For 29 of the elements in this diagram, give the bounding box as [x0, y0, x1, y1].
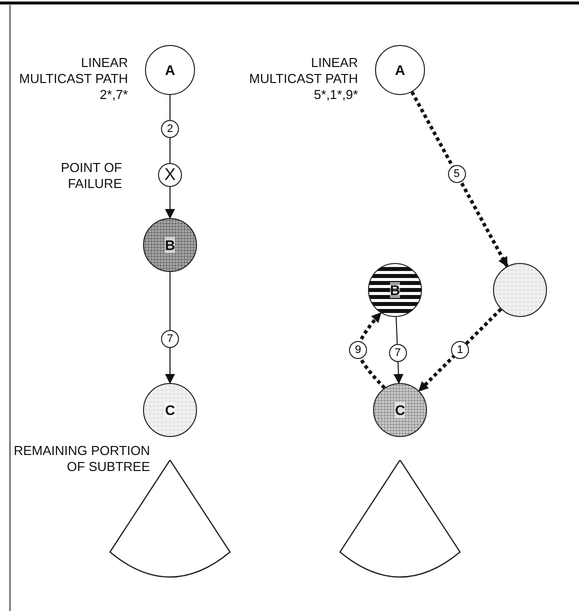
edge-label: 7	[388, 344, 407, 362]
edge-label: 2	[161, 120, 179, 138]
tree-node-circle	[143, 383, 197, 437]
edge-label: 1	[451, 341, 469, 359]
connector-arrow	[418, 308, 502, 392]
node-letter: C	[394, 402, 406, 418]
tree-node-circle	[493, 263, 547, 317]
node-caption: REMAINING PORTION OF SUBTREE	[12, 443, 150, 475]
node-letter: B	[164, 237, 176, 253]
node-letter: C	[164, 402, 176, 418]
connector-arrow	[165, 186, 175, 219]
node-letter: A	[164, 62, 176, 78]
connector-arrow	[394, 316, 404, 384]
tree-node-circle	[375, 45, 425, 95]
tree-node-circle	[145, 45, 195, 95]
node-caption: POINT OF FAILURE	[60, 160, 122, 192]
edge-label: 9	[349, 341, 367, 359]
path-caption: LINEAR MULTICAST PATH 5*,1*,9*	[248, 55, 358, 103]
connector-arrow	[410, 91, 509, 268]
path-caption: LINEAR MULTICAST PATH 2*,7*	[18, 55, 128, 103]
node-letter: X	[164, 165, 176, 185]
failure-circle	[158, 163, 182, 187]
edge-label: 7	[161, 330, 179, 348]
tree-node-circle	[143, 218, 197, 272]
edge-label: 5	[448, 164, 466, 183]
node-letter: A	[394, 62, 406, 78]
tree-node-circle	[373, 383, 427, 437]
tree-node-circle	[368, 263, 422, 317]
connector-arrow	[165, 272, 175, 384]
